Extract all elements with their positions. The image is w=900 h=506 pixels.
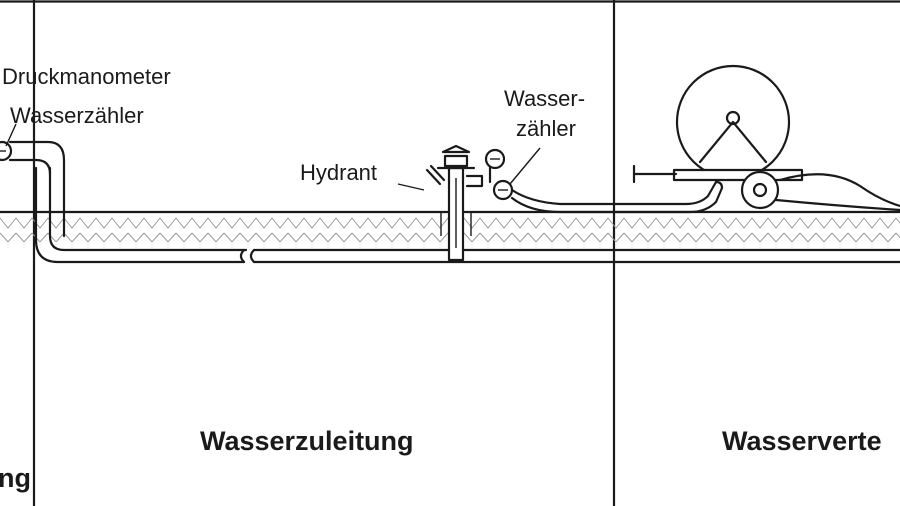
section-title-left-partial: ng — [0, 463, 31, 493]
hydrant-manometer-icon — [484, 148, 506, 184]
label-wasserzaehler-right-line2: zähler — [516, 116, 576, 141]
label-wasserzaehler-left: Wasserzähler — [10, 103, 144, 128]
hose-reel-machine-icon — [632, 64, 900, 212]
underground-pipe — [34, 166, 900, 264]
hydrant-icon — [425, 144, 484, 262]
label-hydrant: Hydrant — [300, 160, 377, 185]
left-manometer-icon — [0, 140, 13, 162]
section-title-wasserverteilung-partial: Wasserverte — [722, 426, 882, 456]
label-wasserzaehler-right-line1: Wasser- — [504, 86, 585, 111]
left-riser-pipe — [8, 140, 66, 238]
hydrant-water-meter-icon — [492, 179, 514, 201]
leader-wasserzaehler-left — [5, 123, 17, 147]
leader-wasserzaehler-right — [509, 147, 541, 185]
leader-hydrant — [397, 183, 425, 191]
section-title-wasserzuleitung: Wasserzuleitung — [200, 426, 414, 456]
surface-hose — [510, 180, 724, 214]
label-druckmanometer: Druckmanometer — [2, 64, 171, 89]
